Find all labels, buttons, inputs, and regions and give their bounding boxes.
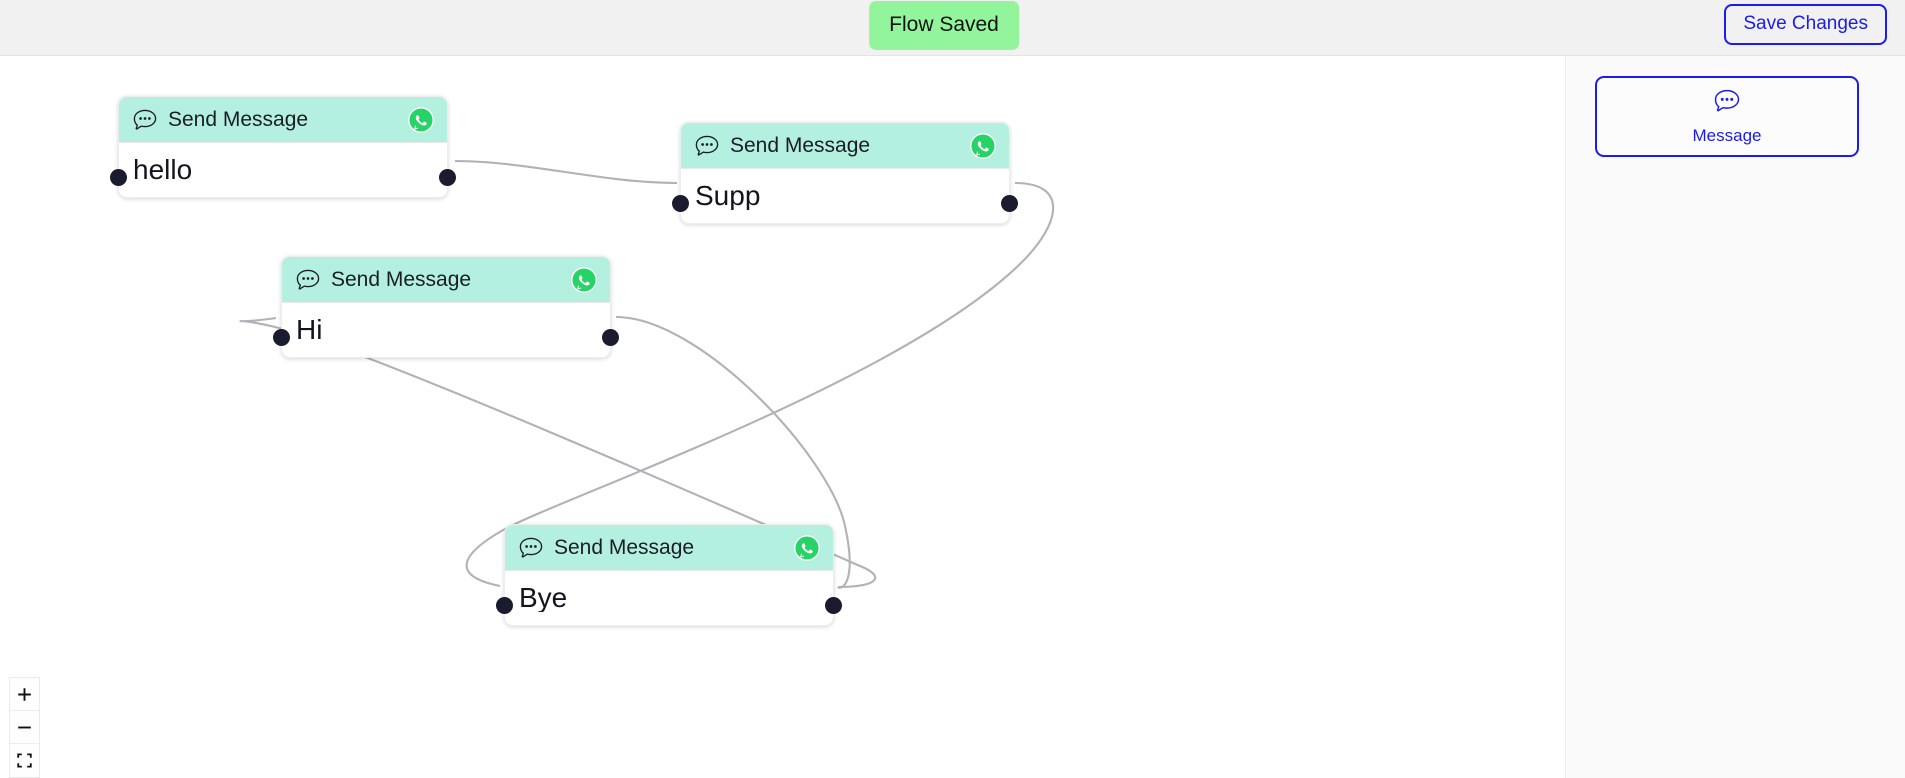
node-header: Send Message	[119, 97, 447, 142]
minus-icon	[18, 726, 31, 728]
node-message-text: Hi	[296, 316, 323, 344]
node-header: Send Message	[505, 525, 833, 570]
message-bubble-icon	[695, 135, 719, 156]
node-header: Send Message	[282, 257, 610, 302]
node-message-text: Bye	[519, 584, 568, 612]
node-body[interactable]: Hi	[282, 302, 610, 357]
node-title: Send Message	[554, 535, 695, 559]
node-header: Send Message	[681, 123, 1009, 168]
palette-item-message[interactable]: Message	[1595, 76, 1859, 157]
zoom-in-button[interactable]	[10, 678, 39, 711]
whatsapp-icon	[970, 132, 996, 159]
save-changes-button[interactable]: Save Changes	[1724, 4, 1887, 45]
whatsapp-icon	[571, 266, 597, 293]
flow-node[interactable]: Send Message hello	[110, 96, 456, 198]
message-bubble-icon	[133, 109, 157, 130]
node-body[interactable]: Bye	[505, 570, 833, 625]
zoom-controls	[9, 677, 40, 778]
node-target-handle[interactable]	[273, 329, 290, 346]
node-source-handle[interactable]	[825, 597, 842, 614]
node-source-handle[interactable]	[1001, 195, 1018, 212]
zoom-out-button[interactable]	[10, 711, 39, 744]
node-palette-sidebar: Message	[1565, 56, 1905, 778]
message-bubble-icon	[519, 537, 543, 558]
fit-view-button[interactable]	[10, 744, 39, 777]
message-bubble-icon	[296, 269, 320, 290]
whatsapp-icon	[794, 534, 820, 561]
message-bubble-icon	[1714, 89, 1740, 112]
node-target-handle[interactable]	[110, 169, 127, 186]
status-badge: Flow Saved	[869, 1, 1019, 50]
top-toolbar: Flow Saved Save Changes	[0, 0, 1905, 56]
node-source-handle[interactable]	[439, 169, 456, 186]
whatsapp-icon	[408, 106, 434, 133]
node-source-handle[interactable]	[602, 329, 619, 346]
node-target-handle[interactable]	[496, 597, 513, 614]
fit-view-icon	[17, 753, 32, 768]
flow-edge[interactable]	[454, 159, 678, 185]
plus-icon	[18, 687, 31, 701]
node-title: Send Message	[730, 133, 871, 157]
node-body[interactable]: Supp	[681, 168, 1009, 223]
palette-item-label: Message	[1692, 126, 1762, 145]
node-message-text: hello	[133, 156, 193, 184]
node-target-handle[interactable]	[672, 195, 689, 212]
node-title: Send Message	[168, 107, 309, 131]
node-title: Send Message	[331, 267, 472, 291]
node-body[interactable]: hello	[119, 142, 447, 197]
node-message-text: Supp	[695, 182, 761, 210]
